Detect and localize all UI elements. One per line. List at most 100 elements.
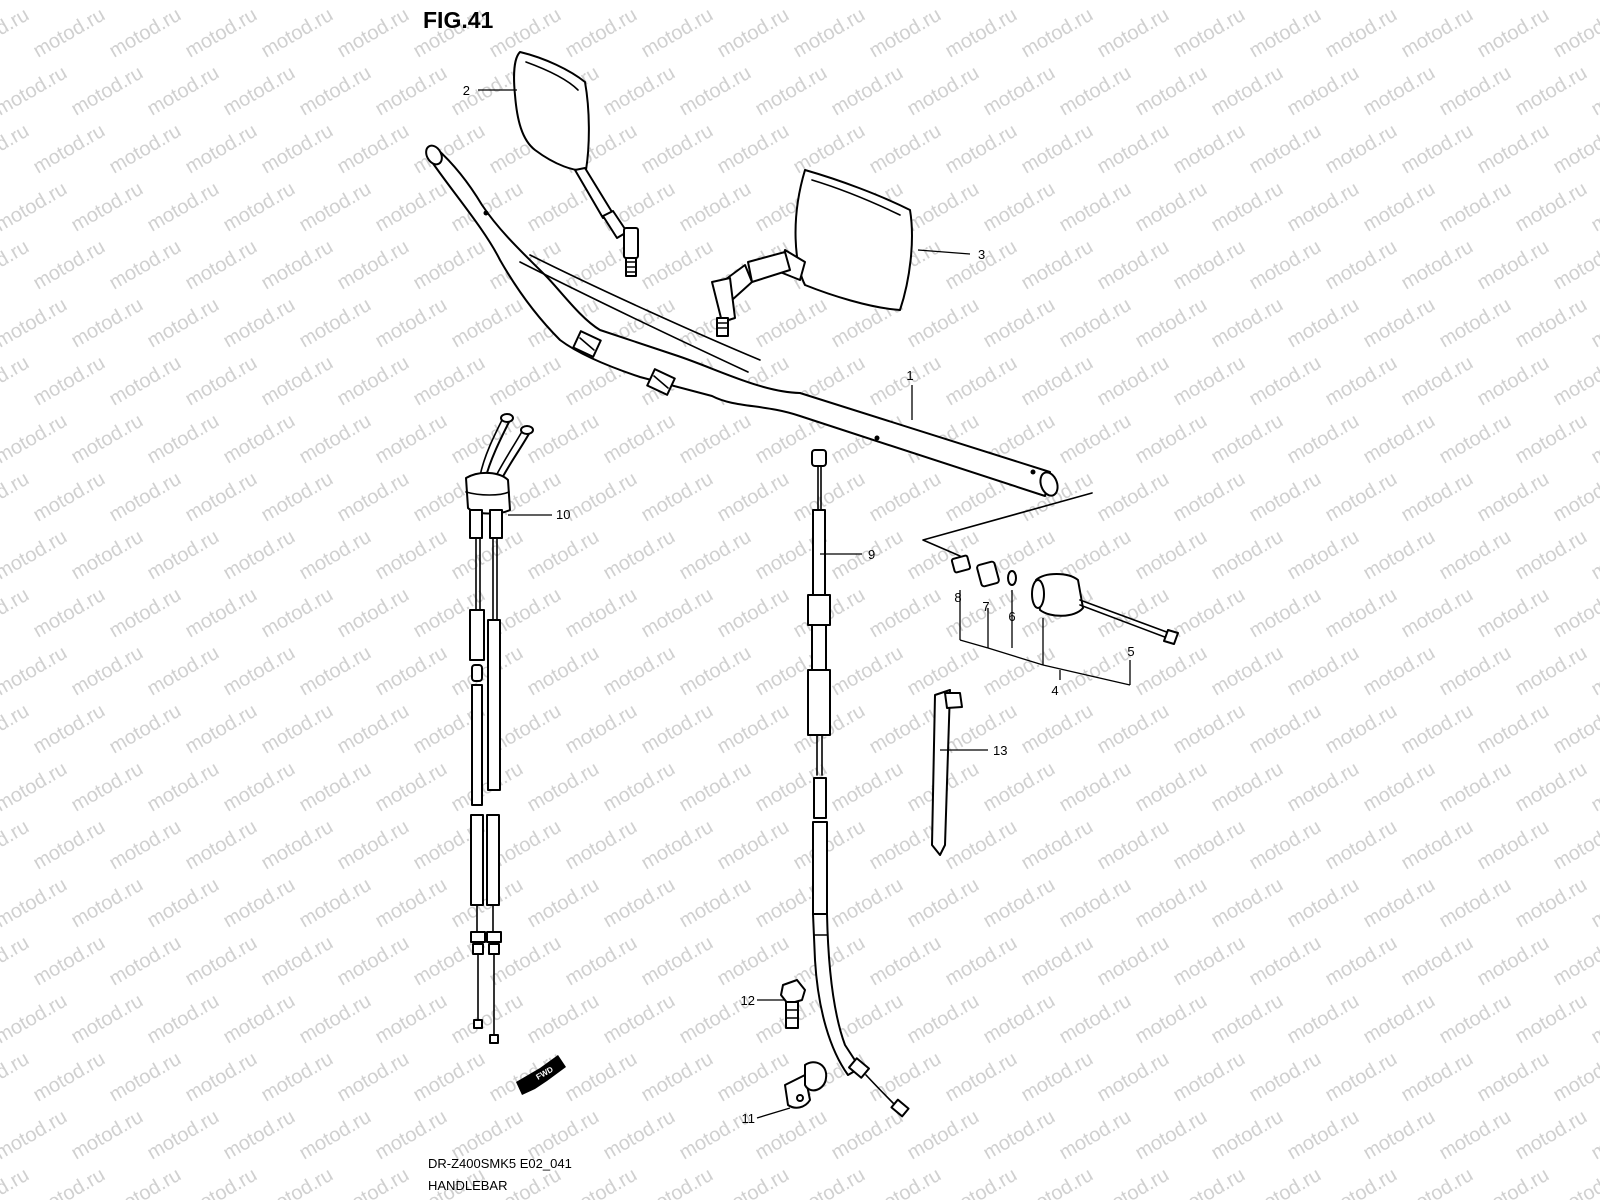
cable-clamp-drawing bbox=[784, 1061, 828, 1109]
mirror-left-drawing bbox=[513, 51, 639, 277]
watermark-text: motod.ru bbox=[0, 294, 71, 353]
figure-title: FIG.41 bbox=[423, 7, 494, 33]
watermark-text: motod.ru bbox=[1170, 1164, 1249, 1200]
callout-13: 13 bbox=[993, 743, 1007, 758]
watermark-text: motod.ru bbox=[0, 4, 33, 63]
watermark-text: motod.ru bbox=[1398, 1048, 1477, 1107]
watermark-text: motod.ru bbox=[1436, 294, 1515, 353]
watermark-text: motod.ru bbox=[1398, 352, 1477, 411]
watermark-text: motod.ru bbox=[0, 120, 33, 179]
watermark-text: motod.ru bbox=[30, 1164, 109, 1200]
watermark-text: motod.ru bbox=[0, 410, 71, 469]
watermark-text: motod.ru bbox=[106, 700, 185, 759]
watermark-text: motod.ru bbox=[562, 932, 641, 991]
watermark-text: motod.ru bbox=[334, 4, 413, 63]
watermark-text: motod.ru bbox=[828, 874, 907, 933]
watermark-text: motod.ru bbox=[562, 1164, 641, 1200]
watermark-text: motod.ru bbox=[1436, 758, 1515, 817]
watermark-text: motod.ru bbox=[1550, 932, 1600, 991]
watermark-text: motod.ru bbox=[752, 294, 831, 353]
watermark-text: motod.ru bbox=[1550, 1164, 1600, 1200]
watermark-text: motod.ru bbox=[106, 584, 185, 643]
watermark-text: motod.ru bbox=[1132, 178, 1211, 237]
watermark-text: motod.ru bbox=[1588, 0, 1600, 4]
watermark-text: motod.ru bbox=[220, 642, 299, 701]
watermark-text: motod.ru bbox=[1512, 874, 1591, 933]
callout-2: 2 bbox=[463, 83, 470, 98]
watermark-text: motod.ru bbox=[1284, 294, 1363, 353]
watermark-text: motod.ru bbox=[68, 990, 147, 1049]
watermark-text: motod.ru bbox=[790, 468, 869, 527]
callout-11: 11 bbox=[742, 1111, 756, 1126]
watermark-text: motod.ru bbox=[1360, 642, 1439, 701]
watermark-text: motod.ru bbox=[258, 700, 337, 759]
watermark-text: motod.ru bbox=[0, 236, 33, 295]
watermark-text: motod.ru bbox=[0, 1106, 71, 1165]
watermark-text: motod.ru bbox=[1132, 410, 1211, 469]
watermark-text: motod.ru bbox=[1170, 1048, 1249, 1107]
watermark-text: motod.ru bbox=[1550, 120, 1600, 179]
watermark-text: motod.ru bbox=[182, 816, 261, 875]
watermark-text: motod.ru bbox=[0, 642, 71, 701]
watermark-text: motod.ru bbox=[144, 990, 223, 1049]
mirror-right-drawing bbox=[711, 169, 913, 337]
watermark-text: motod.ru bbox=[1246, 1048, 1325, 1107]
watermark-text: motod.ru bbox=[1474, 120, 1553, 179]
watermark-text: motod.ru bbox=[296, 758, 375, 817]
watermark-text: motod.ru bbox=[904, 178, 983, 237]
watermark-text: motod.ru bbox=[1018, 700, 1097, 759]
watermark-text: motod.ru bbox=[600, 990, 679, 1049]
watermark-text: motod.ru bbox=[334, 236, 413, 295]
watermark-text: motod.ru bbox=[1436, 0, 1515, 4]
watermark-text: motod.ru bbox=[1512, 62, 1591, 121]
watermark-text: motod.ru bbox=[714, 1048, 793, 1107]
watermark-text: motod.ru bbox=[372, 526, 451, 585]
watermark-text: motod.ru bbox=[448, 990, 527, 1049]
watermark-text: motod.ru bbox=[68, 178, 147, 237]
watermark-text: motod.ru bbox=[866, 932, 945, 991]
watermark-text: motod.ru bbox=[1360, 410, 1439, 469]
watermark-text: motod.ru bbox=[600, 410, 679, 469]
watermark-text: motod.ru bbox=[372, 410, 451, 469]
watermark-text: motod.ru bbox=[1588, 990, 1600, 1049]
watermark-text: motod.ru bbox=[30, 352, 109, 411]
watermark-text: motod.ru bbox=[1132, 526, 1211, 585]
watermark-text: motod.ru bbox=[980, 0, 1059, 4]
watermark-text: motod.ru bbox=[0, 758, 71, 817]
watermark-text: motod.ru bbox=[638, 700, 717, 759]
watermark-text: motod.ru bbox=[30, 1048, 109, 1107]
watermark-text: motod.ru bbox=[334, 352, 413, 411]
watermark-text: motod.ru bbox=[1322, 932, 1401, 991]
watermark-text: motod.ru bbox=[638, 120, 717, 179]
watermark-text: motod.ru bbox=[182, 932, 261, 991]
watermark-text: motod.ru bbox=[980, 874, 1059, 933]
watermark-text: motod.ru bbox=[220, 990, 299, 1049]
watermark-text: motod.ru bbox=[1550, 468, 1600, 527]
watermark-text: motod.ru bbox=[1284, 0, 1363, 4]
watermark-text: motod.ru bbox=[1208, 62, 1287, 121]
watermark-text: motod.ru bbox=[30, 4, 109, 63]
watermark-text: motod.ru bbox=[1132, 642, 1211, 701]
watermark-text: motod.ru bbox=[1398, 236, 1477, 295]
watermark-text: motod.ru bbox=[1246, 700, 1325, 759]
handlebar-hole-right bbox=[1030, 469, 1036, 475]
handlebar-drawing bbox=[425, 144, 1059, 497]
clutch-cable-drawing bbox=[807, 449, 910, 1118]
watermark-text: motod.ru bbox=[182, 352, 261, 411]
watermark-text: motod.ru bbox=[182, 468, 261, 527]
watermark-text: motod.ru bbox=[296, 178, 375, 237]
handlebar-hole-left bbox=[483, 210, 489, 216]
watermark-text: motod.ru bbox=[1360, 1106, 1439, 1165]
watermark-text: motod.ru bbox=[980, 62, 1059, 121]
watermark-text: motod.ru bbox=[1208, 178, 1287, 237]
watermark-text: motod.ru bbox=[866, 584, 945, 643]
watermark-text: motod.ru bbox=[1322, 700, 1401, 759]
watermark-text: motod.ru bbox=[372, 178, 451, 237]
watermark-text: motod.ru bbox=[1246, 352, 1325, 411]
watermark-text: motod.ru bbox=[1550, 236, 1600, 295]
watermark-text: motod.ru bbox=[1018, 1164, 1097, 1200]
watermark-text: motod.ru bbox=[676, 0, 755, 4]
watermark-text: motod.ru bbox=[182, 700, 261, 759]
watermark-text: motod.ru bbox=[410, 236, 489, 295]
watermark-text: motod.ru bbox=[372, 990, 451, 1049]
